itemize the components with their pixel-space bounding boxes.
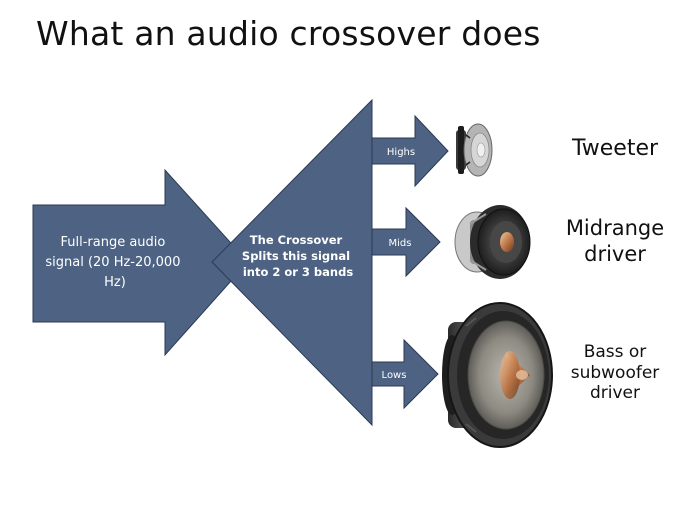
- bass-label-line-3: driver: [589, 383, 640, 404]
- lows-arrow: [371, 338, 439, 410]
- input-arrow: [32, 168, 249, 357]
- highs-arrow: [371, 114, 449, 188]
- bass-driver-illustration: [442, 302, 553, 448]
- mids-arrow: [371, 206, 441, 278]
- bass-label-line-2: subwoofer: [570, 362, 660, 383]
- midrange-label: Midrange driver: [555, 216, 675, 267]
- band-label-mids: Mids: [389, 238, 412, 249]
- tweeter-label-line-1: Tweeter: [571, 136, 659, 161]
- crossover-line-3: into 2 or 3 bands: [243, 265, 354, 279]
- page-title: What an audio crossover does: [36, 14, 541, 53]
- crossover-line-1: The Crossover: [250, 233, 343, 247]
- crossover-triangle: [211, 98, 373, 427]
- midrange-label-line-2: driver: [584, 241, 646, 266]
- crossover-text: The Crossover Splits this signal into 2 …: [242, 233, 354, 279]
- bass-label-line-1: Bass or: [583, 342, 647, 362]
- bass-label: Bass or subwoofer driver: [553, 342, 677, 404]
- tweeter-illustration: [456, 123, 493, 177]
- midrange-label-line-1: Midrange: [565, 216, 665, 240]
- input-arrow-line-3: Hz): [104, 275, 126, 290]
- tweeter-label: Tweeter: [555, 136, 675, 163]
- input-arrow-line-2: signal (20 Hz-20,000: [45, 255, 180, 270]
- input-arrow-line-1: Full-range audio: [60, 235, 165, 250]
- midrange-illustration: [454, 205, 531, 279]
- crossover-line-2: Splits this signal: [242, 249, 350, 263]
- input-arrow-text: Full-range audio signal (20 Hz-20,000 Hz…: [45, 235, 184, 290]
- band-label-highs: Highs: [387, 147, 415, 158]
- band-label-lows: Lows: [382, 370, 407, 381]
